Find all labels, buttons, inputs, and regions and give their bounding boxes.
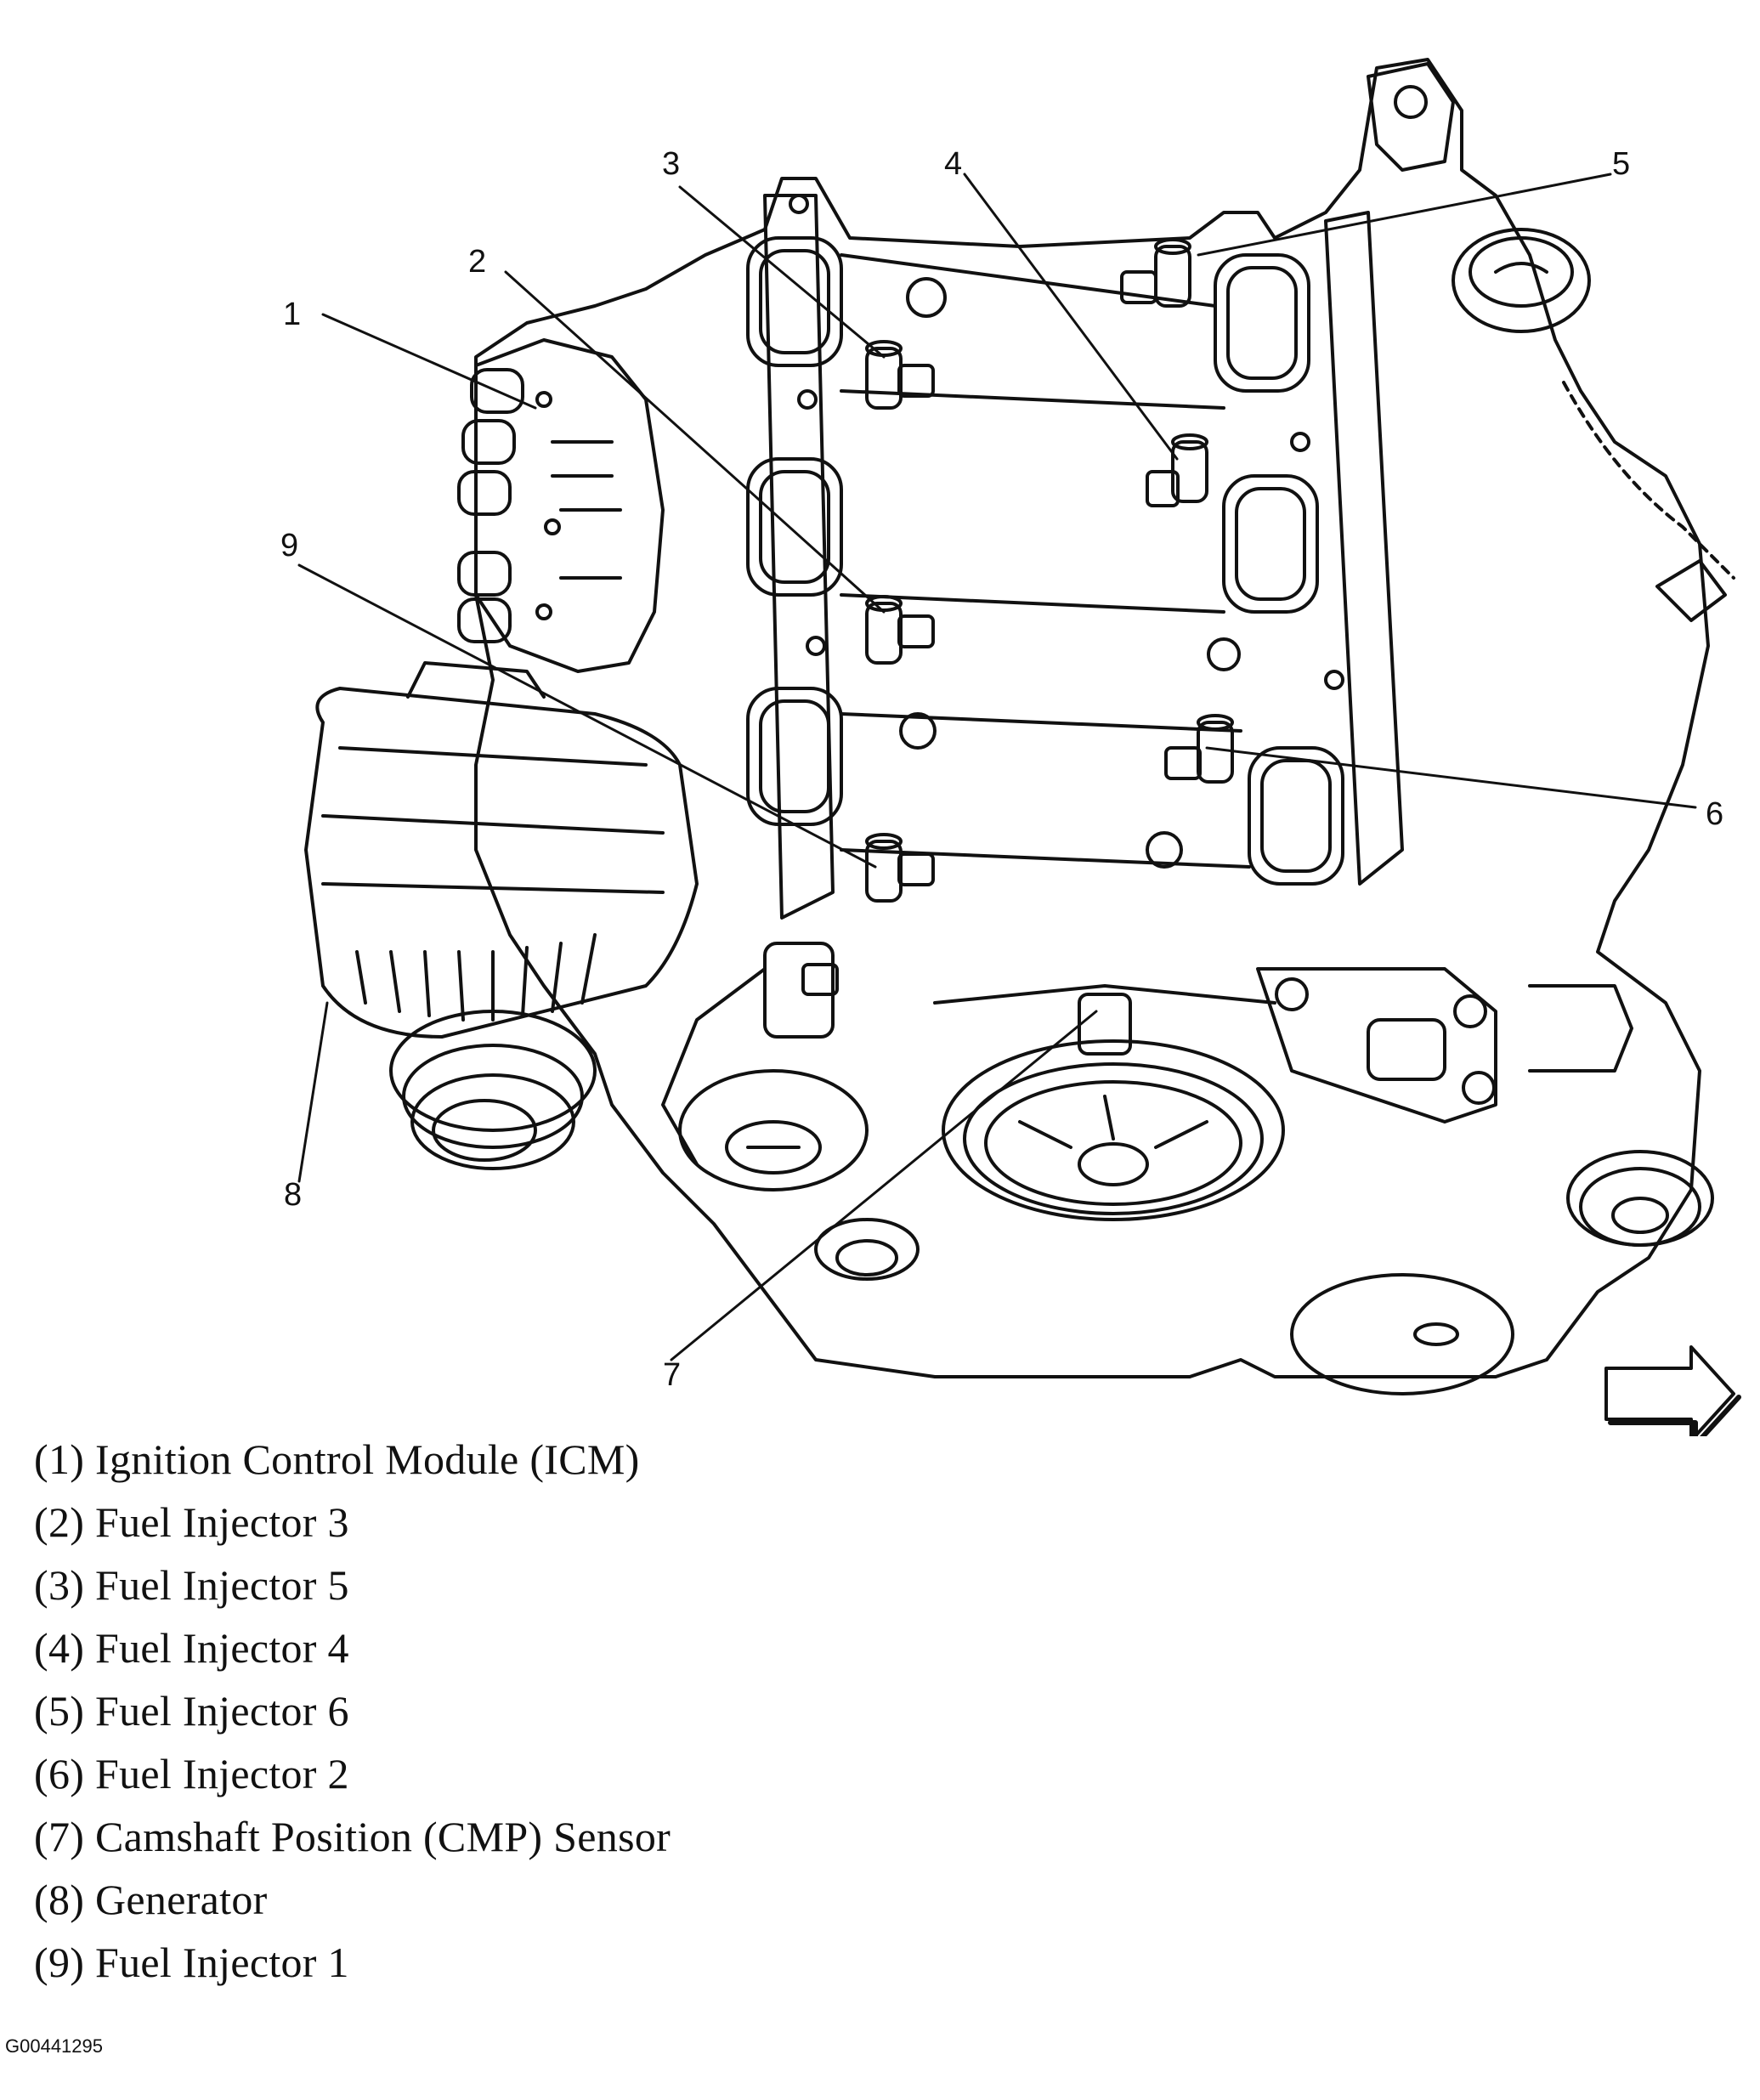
generator [304, 661, 699, 1170]
legend-item: (7) Camshaft Position (CMP) Sensor [34, 1813, 671, 1860]
legend-item: (5) Fuel Injector 6 [34, 1687, 349, 1735]
legend-item: (4) Fuel Injector 4 [34, 1624, 349, 1672]
legend-item: (3) Fuel Injector 5 [34, 1561, 349, 1609]
callout-numbers: 1 2 3 4 5 6 7 8 9 [280, 146, 1723, 1393]
callout-leaders [297, 173, 1697, 1361]
legend-item: (9) Fuel Injector 1 [34, 1939, 349, 1986]
callout-3: 3 [662, 146, 680, 182]
fuel-injector-4 [1146, 433, 1208, 507]
parts-legend: (1) Ignition Control Module (ICM) (2) Fu… [34, 1428, 671, 1994]
engine-block [474, 58, 1735, 1378]
callout-6: 6 [1706, 796, 1723, 832]
legend-item: (1) Ignition Control Module (ICM) [34, 1435, 640, 1483]
callout-7: 7 [663, 1357, 681, 1393]
intake-manifold [746, 194, 1404, 920]
right-arrow-icon [1604, 1345, 1741, 1436]
figure-id: G00441295 [5, 2035, 103, 2057]
callout-5: 5 [1612, 146, 1630, 182]
callout-9: 9 [280, 528, 298, 563]
callout-4: 4 [944, 146, 962, 182]
legend-item: (2) Fuel Injector 3 [34, 1498, 349, 1546]
callout-1: 1 [283, 297, 301, 332]
legend-item: (8) Generator [34, 1876, 268, 1923]
callout-2: 2 [468, 244, 486, 280]
legend-item: (6) Fuel Injector 2 [34, 1750, 349, 1797]
fuel-injector-6 [1120, 238, 1191, 308]
ignition-control-module [457, 338, 665, 673]
callout-8: 8 [284, 1177, 302, 1213]
accessory-drive [661, 942, 1714, 1395]
fuel-injector-5 [865, 340, 935, 410]
fuel-injector-1 [865, 833, 935, 903]
engine-illustration: 1 2 3 4 5 6 7 8 9 [280, 58, 1741, 1436]
fuel-injectors [865, 238, 1234, 903]
